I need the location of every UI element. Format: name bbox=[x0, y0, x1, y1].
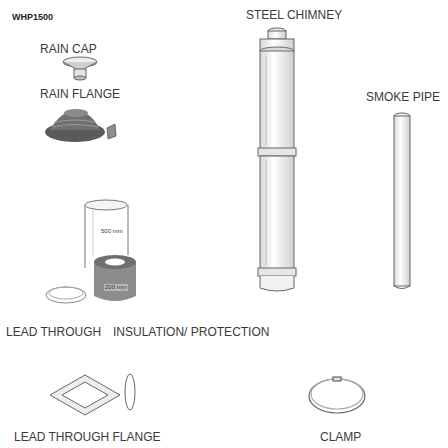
part-name: CLAMP bbox=[320, 430, 361, 444]
part-name: LEAD THROUGH FLANGE bbox=[14, 430, 160, 444]
smoke-pipe bbox=[394, 113, 410, 289]
steel-chimney bbox=[258, 28, 296, 291]
clamp bbox=[309, 377, 365, 413]
model-title: WHP1500 bbox=[12, 12, 53, 23]
lead-through bbox=[46, 200, 128, 303]
part-name: RAIN FLANGE bbox=[40, 87, 120, 101]
rain-flange bbox=[45, 109, 116, 142]
lead-through-flange bbox=[50, 374, 135, 415]
dimension: 500 mm bbox=[100, 228, 124, 235]
part-name: LEAD THROUGH bbox=[6, 325, 101, 339]
insulation bbox=[94, 255, 136, 301]
rain-cap bbox=[63, 57, 97, 80]
part-name: RAIN CAP bbox=[40, 42, 97, 56]
part-name: SMOKE PIPE bbox=[366, 90, 440, 104]
part-name: INSULATION/ PROTECTION bbox=[113, 325, 269, 339]
dimension: 200 mm bbox=[104, 284, 128, 291]
part-name: STEEL CHIMNEY bbox=[246, 8, 342, 22]
